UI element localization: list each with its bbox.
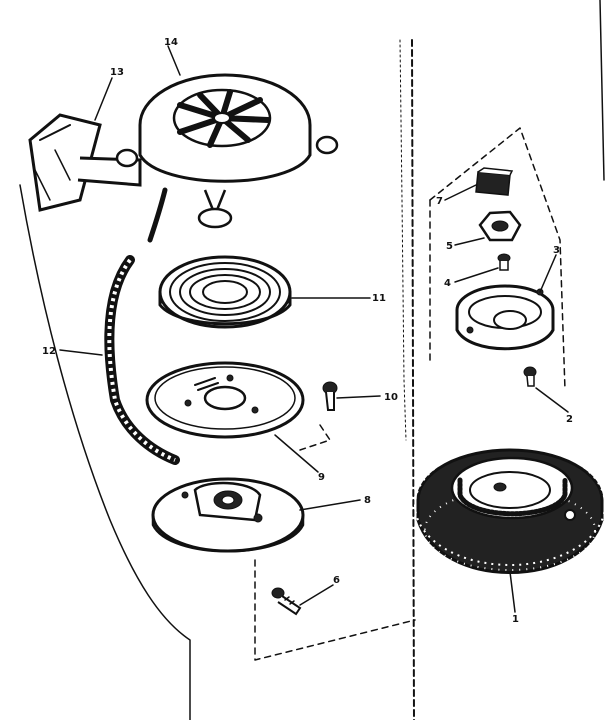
callouts: 14 13 11 12 10 9 8 6 7 5 4 3 2 1 [42,37,573,625]
spring-plate-9 [145,361,305,439]
callout-3: 3 [553,245,560,256]
screen-7 [475,167,514,196]
callout-14: 14 [164,37,178,48]
callout-4: 4 [444,278,451,289]
starter-pulley-cup-1 [414,444,606,574]
screw-2 [523,366,537,387]
callout-12: 12 [42,346,56,357]
frame-lines [19,0,605,720]
callout-9: 9 [318,472,325,483]
starter-rope-12 [104,255,180,465]
screw-4 [497,253,511,271]
pawl-10 [322,381,338,411]
housing-14 [138,73,339,243]
callout-5: 5 [446,241,453,252]
retainer-5 [478,210,522,242]
callout-8: 8 [364,495,371,506]
callout-10: 10 [384,392,398,403]
callout-7: 7 [436,196,443,207]
starter-cup-3 [455,284,555,351]
assembly-dashes [254,127,566,661]
callout-6: 6 [333,575,340,586]
screw-6 [271,587,302,616]
rewind-spring-11 [158,255,292,329]
callout-1: 1 [512,614,519,625]
pulley-8 [151,477,305,553]
callout-2: 2 [566,414,573,425]
handle-13 [28,113,142,212]
leader-lines [59,45,569,613]
callout-11: 11 [372,293,386,304]
callout-13: 13 [110,67,124,78]
